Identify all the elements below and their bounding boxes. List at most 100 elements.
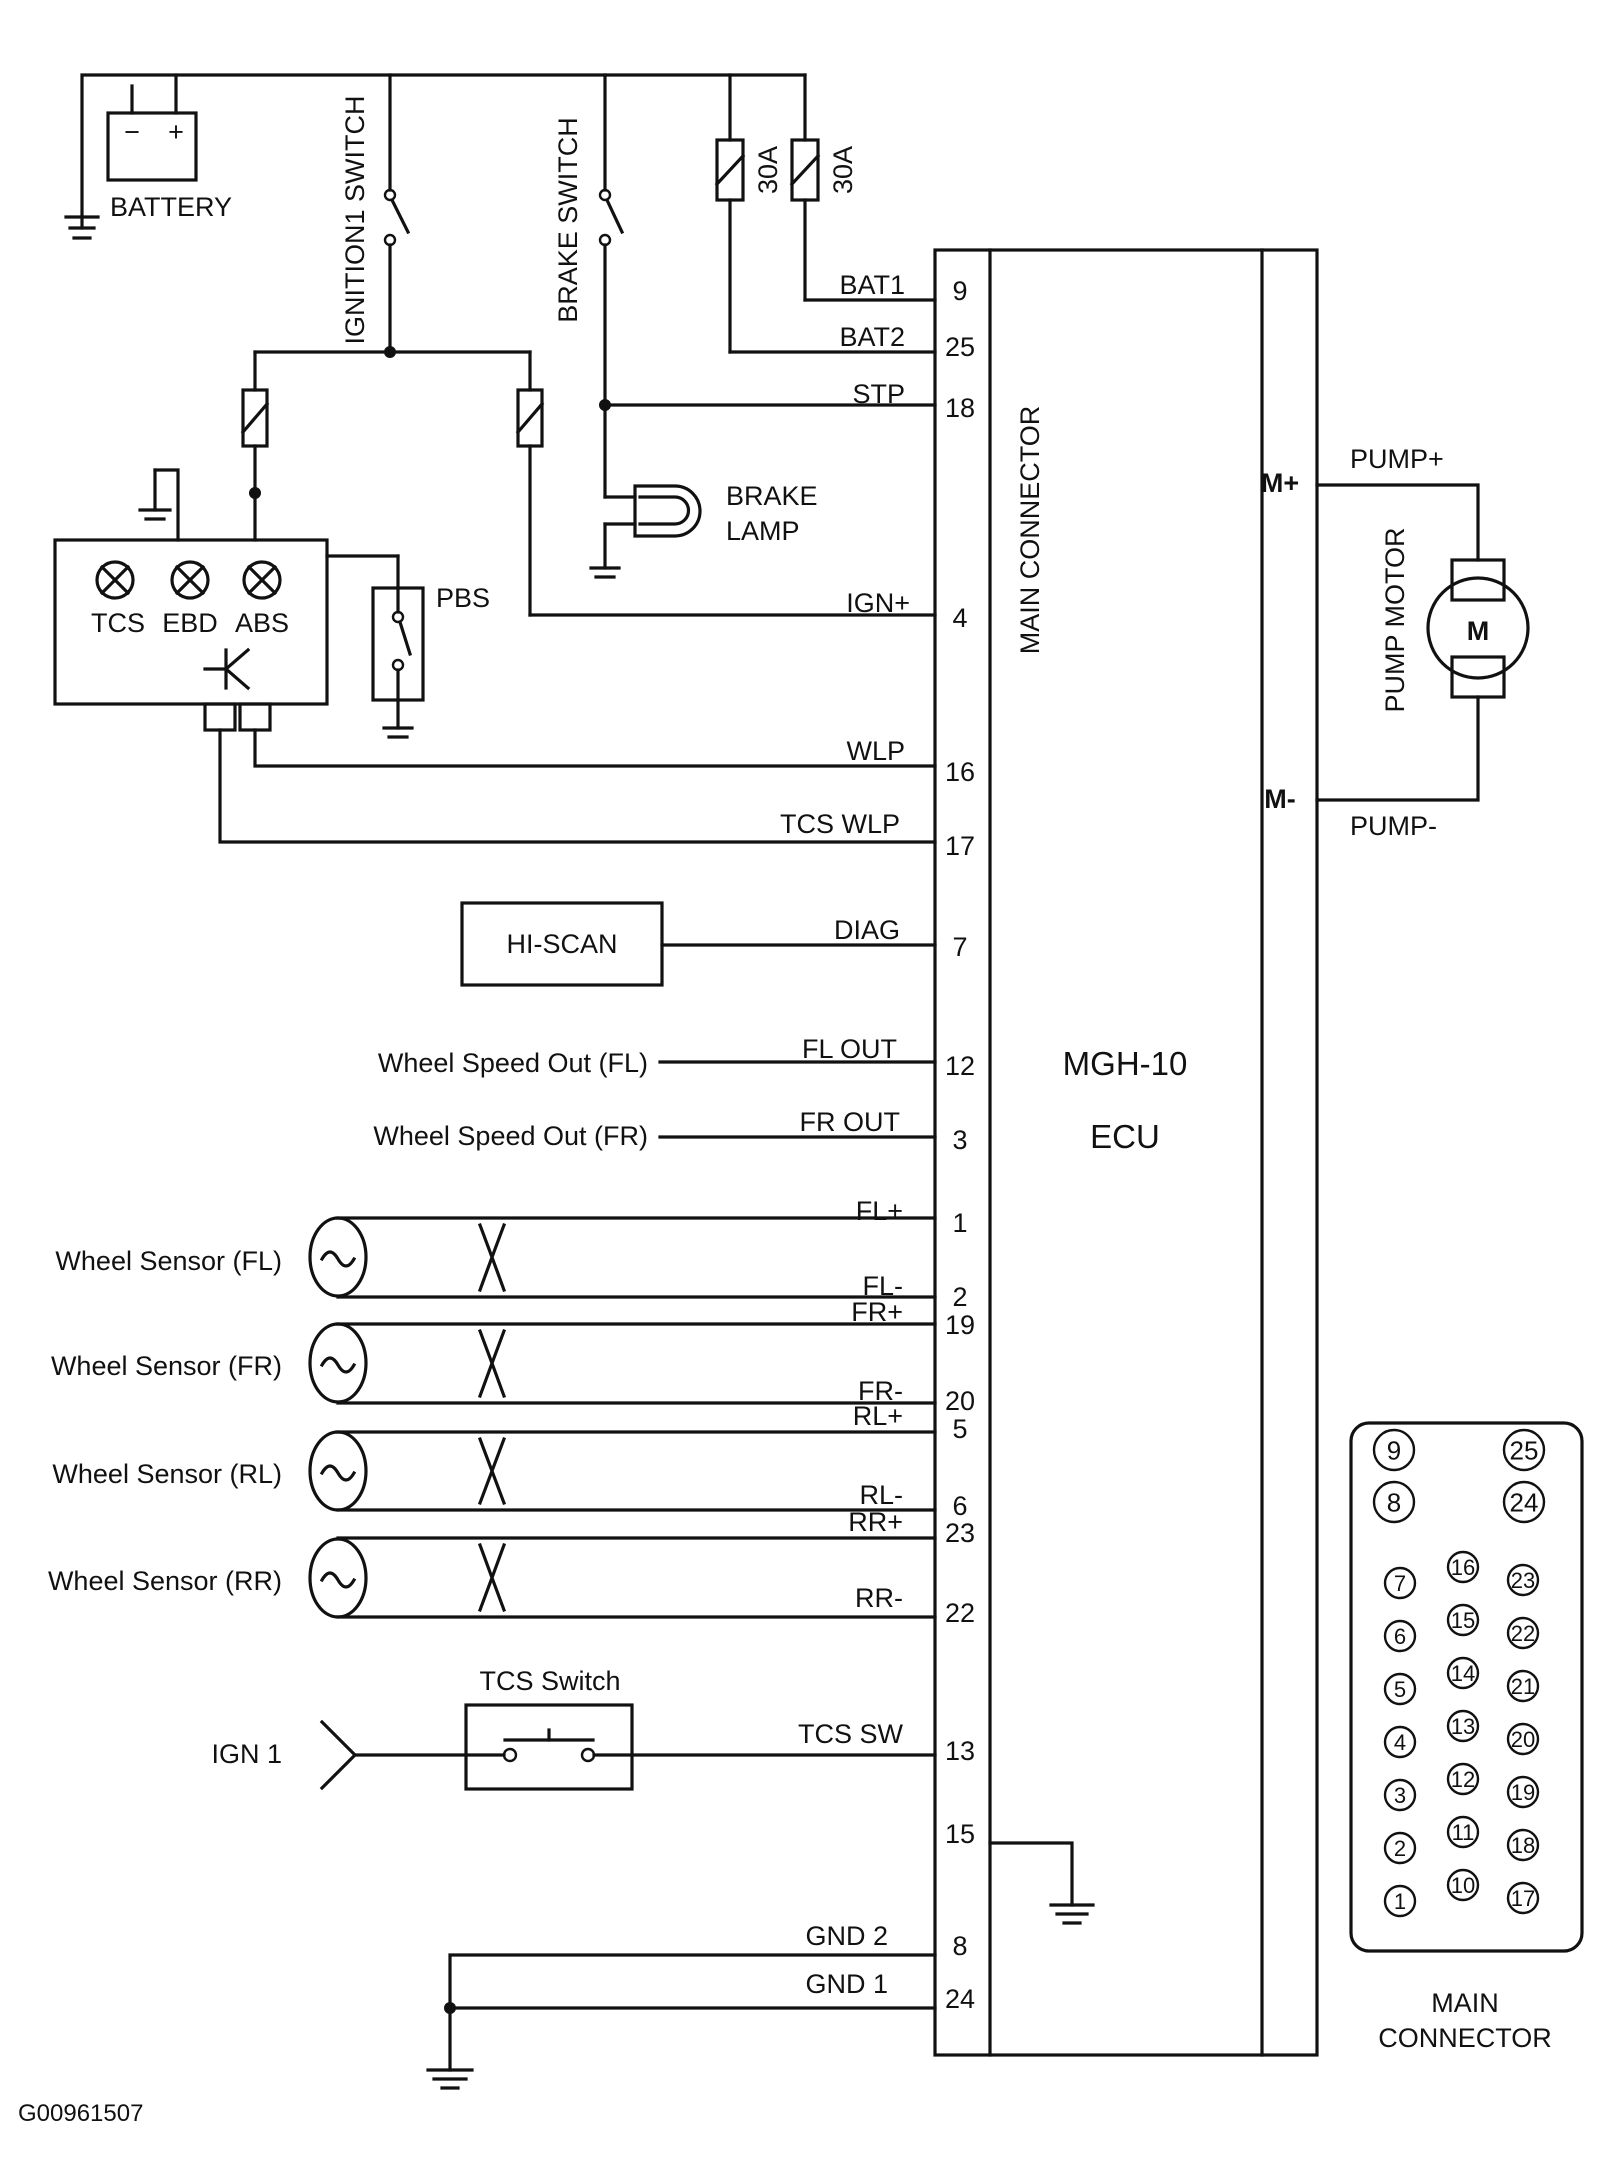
wheel-speed-out-fl-label: Wheel Speed Out (FL) — [378, 1048, 648, 1078]
fuse-1: 30A — [789, 73, 937, 302]
connector-terminal-number: 1 — [1394, 1889, 1406, 1914]
battery-label: BATTERY — [110, 192, 232, 222]
pump-motor: M PUMP MOTOR M+ M- PUMP+ PUMP- — [1261, 444, 1530, 841]
ecu-outline — [933, 248, 1319, 2057]
connector-terminal-number: 8 — [1387, 1487, 1401, 1517]
pin-signal-label: IGN+ — [846, 588, 910, 618]
connector-terminal-number: 18 — [1511, 1833, 1535, 1858]
pin-signal-label: GND 1 — [805, 1969, 888, 1999]
connector-terminal — [1372, 1480, 1416, 1524]
tcs-switch: TCS Switch IGN 1 — [211, 1666, 937, 1791]
pin-signal-label: FR+ — [851, 1297, 903, 1327]
ignition-switch-label: IGNITION1 SWITCH — [340, 96, 370, 345]
wheel-sensor-fr: Wheel Sensor (FR) — [51, 1322, 937, 1405]
connector-terminal — [1383, 1725, 1417, 1759]
connector-terminal-number: 3 — [1394, 1783, 1406, 1808]
connector-terminal — [1502, 1428, 1546, 1472]
pin-number: 19 — [945, 1310, 975, 1340]
battery-minus: − — [124, 117, 140, 147]
connector-terminal — [1446, 1709, 1480, 1743]
connector-terminal-number: 4 — [1394, 1730, 1406, 1755]
pin-number: 7 — [952, 932, 967, 962]
pin-number: 12 — [945, 1051, 975, 1081]
pin-number: 16 — [945, 757, 975, 787]
pin-signal-label: BAT2 — [839, 322, 905, 352]
connector-terminal-number: 15 — [1451, 1608, 1475, 1633]
connector-terminal — [1506, 1616, 1540, 1650]
wheel-sensor-fl: Wheel Sensor (FL) — [55, 1216, 937, 1299]
connector-terminal — [1383, 1619, 1417, 1653]
wheel-sensor-rr: Wheel Sensor (RR) — [48, 1536, 937, 1619]
pin-signal-label: BAT1 — [839, 270, 905, 300]
connector-terminal-number: 20 — [1511, 1727, 1535, 1752]
ecu-pins: 9 BAT1 25 BAT2 18 STP 4 IGN+ 16 WLP 17 T… — [780, 270, 975, 2014]
connector-terminal-number: 12 — [1451, 1767, 1475, 1792]
connector-terminal — [1506, 1828, 1540, 1862]
pin-number: 13 — [945, 1736, 975, 1766]
connector-terminal — [1383, 1831, 1417, 1865]
lamp-module-outline — [53, 538, 329, 706]
motor-symbol-icon — [1426, 576, 1530, 680]
pin-number: 15 — [945, 1819, 975, 1849]
connector-terminal — [1506, 1669, 1540, 1703]
connector-terminal-number: 9 — [1387, 1435, 1401, 1465]
pin-number: 17 — [945, 831, 975, 861]
warning-lamp-module: TCS EBD ABS — [53, 468, 329, 732]
sine-icon — [319, 1464, 357, 1482]
pbs-label: PBS — [436, 583, 490, 613]
connector-terminal-number: 2 — [1394, 1836, 1406, 1861]
ign1-label: IGN 1 — [211, 1739, 282, 1769]
pin-number: 1 — [952, 1208, 967, 1238]
sine-icon — [319, 1250, 357, 1268]
connector-terminal — [1506, 1881, 1540, 1915]
pin-number: 25 — [945, 332, 975, 362]
fuse-2: 30A — [714, 73, 937, 354]
pin-number: 2 — [952, 1282, 967, 1312]
wheel-sensor-label: Wheel Sensor (RR) — [48, 1566, 282, 1596]
connector-terminal-number: 13 — [1451, 1714, 1475, 1739]
connector-terminal — [1383, 1672, 1417, 1706]
hi-scan-tool: HI-SCAN — [460, 901, 937, 987]
connector-face-title-2: CONNECTOR — [1378, 2023, 1552, 2053]
connector-terminal-number: 17 — [1511, 1886, 1535, 1911]
pin-signal-label: RL+ — [853, 1401, 903, 1431]
pin-signal-label: RL- — [859, 1480, 903, 1510]
ground-wires — [426, 1953, 937, 2090]
pump-minus-label: PUMP- — [1350, 811, 1437, 841]
hi-scan-label: HI-SCAN — [506, 929, 617, 959]
battery-body — [106, 111, 198, 182]
connector-terminal — [1372, 1428, 1416, 1472]
tcs-lamp-icon — [95, 560, 135, 600]
pin-signal-label: GND 2 — [805, 1921, 888, 1951]
pin-signal-label: RR+ — [848, 1507, 903, 1537]
pin-signal-label: WLP — [846, 736, 905, 766]
connector-terminal-number: 10 — [1451, 1873, 1475, 1898]
ecu-block: MAIN CONNECTOR MGH-10 ECU — [933, 248, 1319, 2057]
tcs-switch-label: TCS Switch — [479, 1666, 620, 1696]
battery: − + BATTERY — [64, 73, 807, 240]
pin-signal-label: TCS WLP — [780, 809, 900, 839]
connector-terminal-number: 5 — [1394, 1677, 1406, 1702]
pin-number: 18 — [945, 393, 975, 423]
connector-terminal-number: 19 — [1511, 1780, 1535, 1805]
connector-terminal-number: 22 — [1511, 1621, 1535, 1646]
ebd-lamp-icon — [170, 560, 210, 600]
transistor-icon — [203, 647, 251, 691]
pin-signal-label: TCS SW — [798, 1719, 904, 1749]
pump-plus-label: PUMP+ — [1350, 444, 1444, 474]
pin15-ground — [988, 1841, 1095, 1925]
pin-signal-label: FR OUT — [800, 1107, 901, 1137]
pin-number: 4 — [952, 603, 967, 633]
lamp-label: TCS — [91, 608, 145, 638]
wheel-sensor-rl: Wheel Sensor (RL) — [52, 1430, 937, 1512]
connector-terminal-number: 7 — [1394, 1571, 1406, 1596]
connector-terminal — [1506, 1563, 1540, 1597]
brake-lamp-label-1: BRAKE — [726, 481, 818, 511]
brake-switch: BRAKE SWITCH — [553, 73, 937, 499]
connector-terminal — [1506, 1775, 1540, 1809]
